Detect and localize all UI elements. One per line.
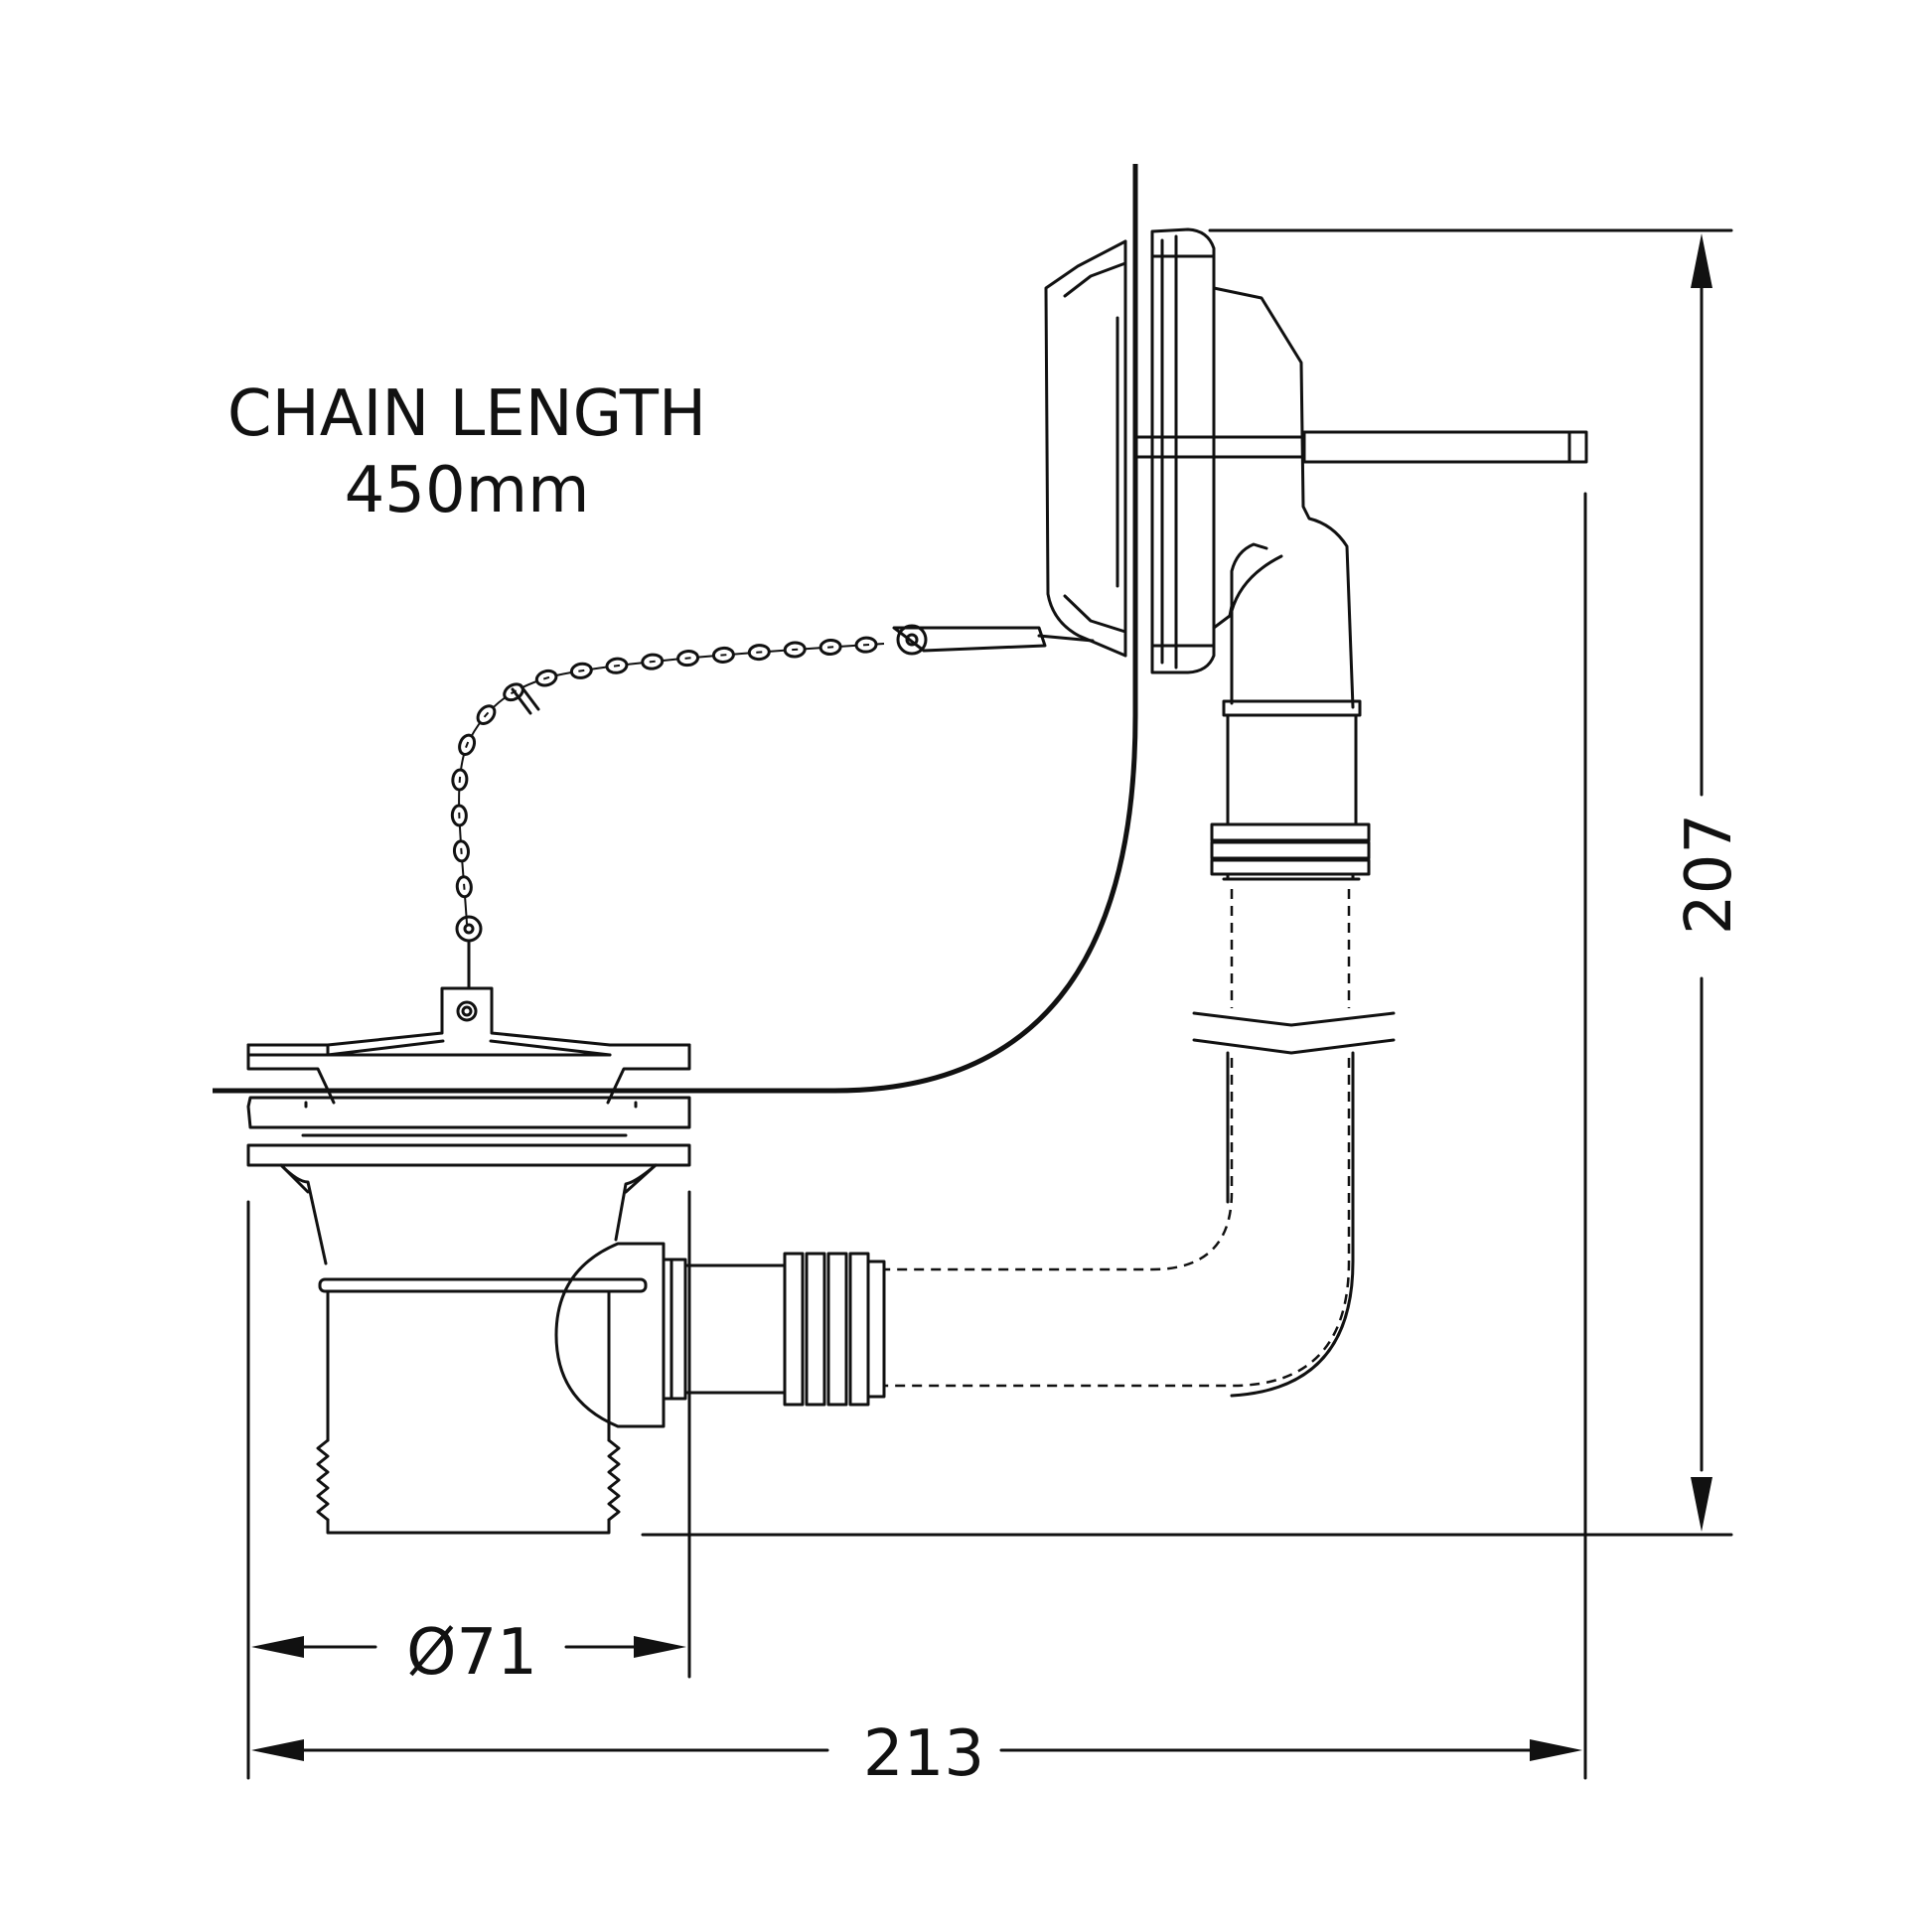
- overflow-pipe: [884, 699, 1396, 1398]
- plug: [246, 986, 691, 1105]
- chain-length-value: 450mm: [344, 454, 590, 527]
- chain: [450, 636, 885, 990]
- waste-connector: [669, 1252, 886, 1407]
- chain-bead-hole: [578, 669, 585, 672]
- chain-bead-hole: [613, 664, 621, 668]
- dim-diameter-lines: [246, 1190, 691, 1780]
- bath-outline: [213, 164, 1138, 1094]
- chain-bead-hole: [542, 675, 550, 680]
- diameter-dimension-label: Ø71: [406, 1616, 537, 1690]
- waste-body: [246, 1096, 691, 1535]
- dim-height-lines: [641, 228, 1733, 1537]
- chain-stay: [892, 624, 1095, 656]
- chain-bead-hole: [483, 711, 490, 718]
- overflow-spindle: [1135, 430, 1588, 464]
- width-dimension-label: 213: [862, 1717, 985, 1791]
- overflow-body: [1150, 227, 1355, 709]
- height-dimension-label: 207: [1673, 813, 1746, 936]
- chain-length-title: CHAIN LENGTH: [226, 377, 707, 451]
- chain-bead-hole: [465, 741, 470, 748]
- dim-width-lines: [251, 492, 1587, 1780]
- chain-bead-hole: [684, 657, 691, 660]
- overflow-plate: [1044, 239, 1127, 658]
- chain-bead-hole: [649, 660, 656, 664]
